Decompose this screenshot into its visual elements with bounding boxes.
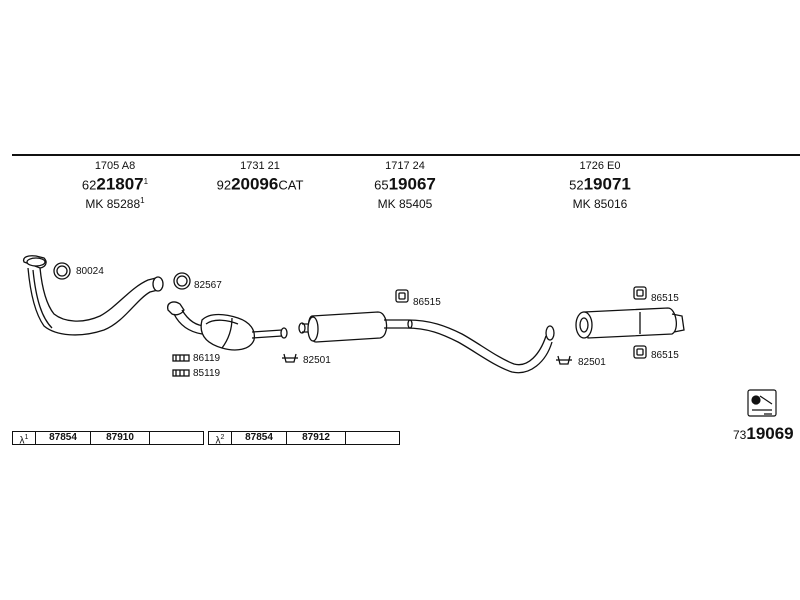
- lambda-cell: [150, 432, 203, 444]
- lambda-sensor-box-1: λ1 87854 87910: [12, 431, 204, 446]
- mounting-kit: MK 85016: [572, 197, 628, 212]
- catalytic-converter-drawing: [167, 301, 288, 351]
- part-code: 1731 21: [240, 160, 280, 172]
- label-hanger-82501-left: 82501: [303, 355, 331, 366]
- label-mount-86515-rear-bottom: 86515: [651, 350, 679, 361]
- part-column-2: 1731 21 9220096CAT: [200, 160, 320, 193]
- rubber-mount-icon: [395, 289, 409, 303]
- part-column-3: 1717 24 6519067 MK 85405: [355, 160, 455, 212]
- front-pipe-drawing: [22, 255, 164, 336]
- lambda-symbol: λ1: [13, 432, 36, 446]
- gasket-ring-icon: [53, 262, 71, 280]
- part-number: 5219071: [569, 174, 631, 194]
- catalog-number: 7319069: [733, 424, 794, 443]
- part-column-1: 1705 A8 62218071 MK 852881: [60, 160, 170, 212]
- lambda-sensor-box-2: λ2 87854 87912: [208, 431, 400, 446]
- clamp-icon: [172, 354, 190, 377]
- mounting-kit: MK 852881: [85, 196, 145, 212]
- part-code: 1726 E0: [579, 160, 621, 172]
- rubber-mount-icon: [633, 345, 647, 359]
- gasket-ring-icon-inner: [176, 275, 188, 287]
- label-mount-86515-rear-top: 86515: [651, 293, 679, 304]
- label-clamp-86119: 86119: [193, 353, 221, 364]
- gasket-ring-icon: [173, 272, 191, 290]
- part-code: 1705 A8: [94, 160, 136, 172]
- part-code: 1717 24: [385, 160, 425, 172]
- gasket-ring-icon-inner: [56, 265, 68, 277]
- label-gasket-80024: 80024: [76, 266, 104, 277]
- part-number: 62218071: [81, 174, 149, 194]
- label-gasket-82567: 82567: [194, 280, 222, 291]
- lambda-cell: 87910: [91, 432, 150, 444]
- part-number: 6519067: [374, 174, 436, 194]
- lambda-cell: 87912: [287, 432, 346, 444]
- rubber-mount-icon: [633, 286, 647, 300]
- part-number: 9220096CAT: [216, 174, 304, 194]
- lambda-symbol: λ2: [209, 432, 232, 446]
- logo-icon: [747, 389, 777, 417]
- middle-silencer-drawing: [298, 311, 555, 374]
- lambda-cell: 87854: [232, 432, 287, 444]
- label-clamp-85119: 85119: [193, 368, 221, 379]
- header-divider: [12, 154, 800, 156]
- label-hanger-82501-right: 82501: [578, 357, 606, 368]
- mounting-kit: MK 85405: [377, 197, 433, 212]
- label-mount-86515-middle: 86515: [413, 297, 441, 308]
- rear-silencer-drawing: [575, 307, 685, 339]
- lambda-cell: 87854: [36, 432, 91, 444]
- lambda-cell: [346, 432, 399, 444]
- part-column-4: 1726 E0 5219071 MK 85016: [550, 160, 650, 212]
